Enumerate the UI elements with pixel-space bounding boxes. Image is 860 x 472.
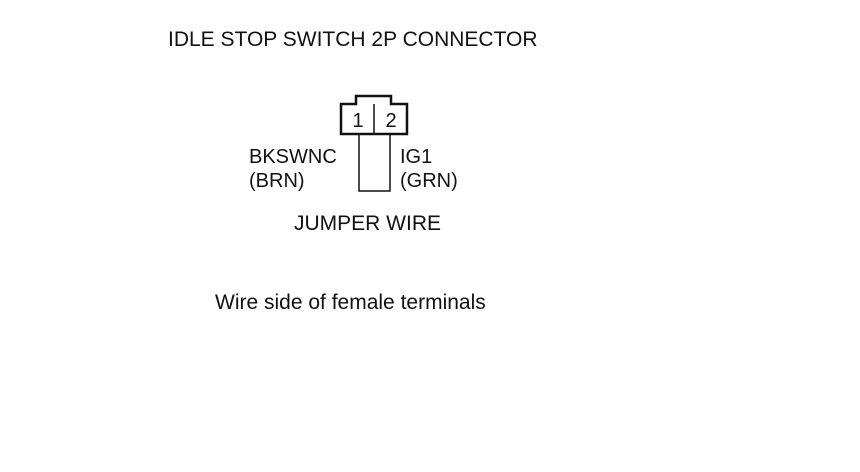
pin-1-wire-color: (BRN): [249, 170, 305, 192]
pin-number-1: 1: [352, 110, 363, 132]
pin-number-2: 2: [385, 110, 396, 132]
connector-housing: [339, 94, 409, 136]
pin-1-wire-name: BKSWNC: [249, 146, 337, 168]
jumper-wire: [358, 134, 391, 192]
diagram-title: IDLE STOP SWITCH 2P CONNECTOR: [168, 28, 538, 51]
terminal-side-note: Wire side of female terminals: [215, 291, 486, 314]
pin-2-wire-name: IG1: [400, 146, 433, 168]
pin-2-wire-color: (GRN): [400, 170, 458, 192]
jumper-wire-label: JUMPER WIRE: [294, 212, 441, 235]
